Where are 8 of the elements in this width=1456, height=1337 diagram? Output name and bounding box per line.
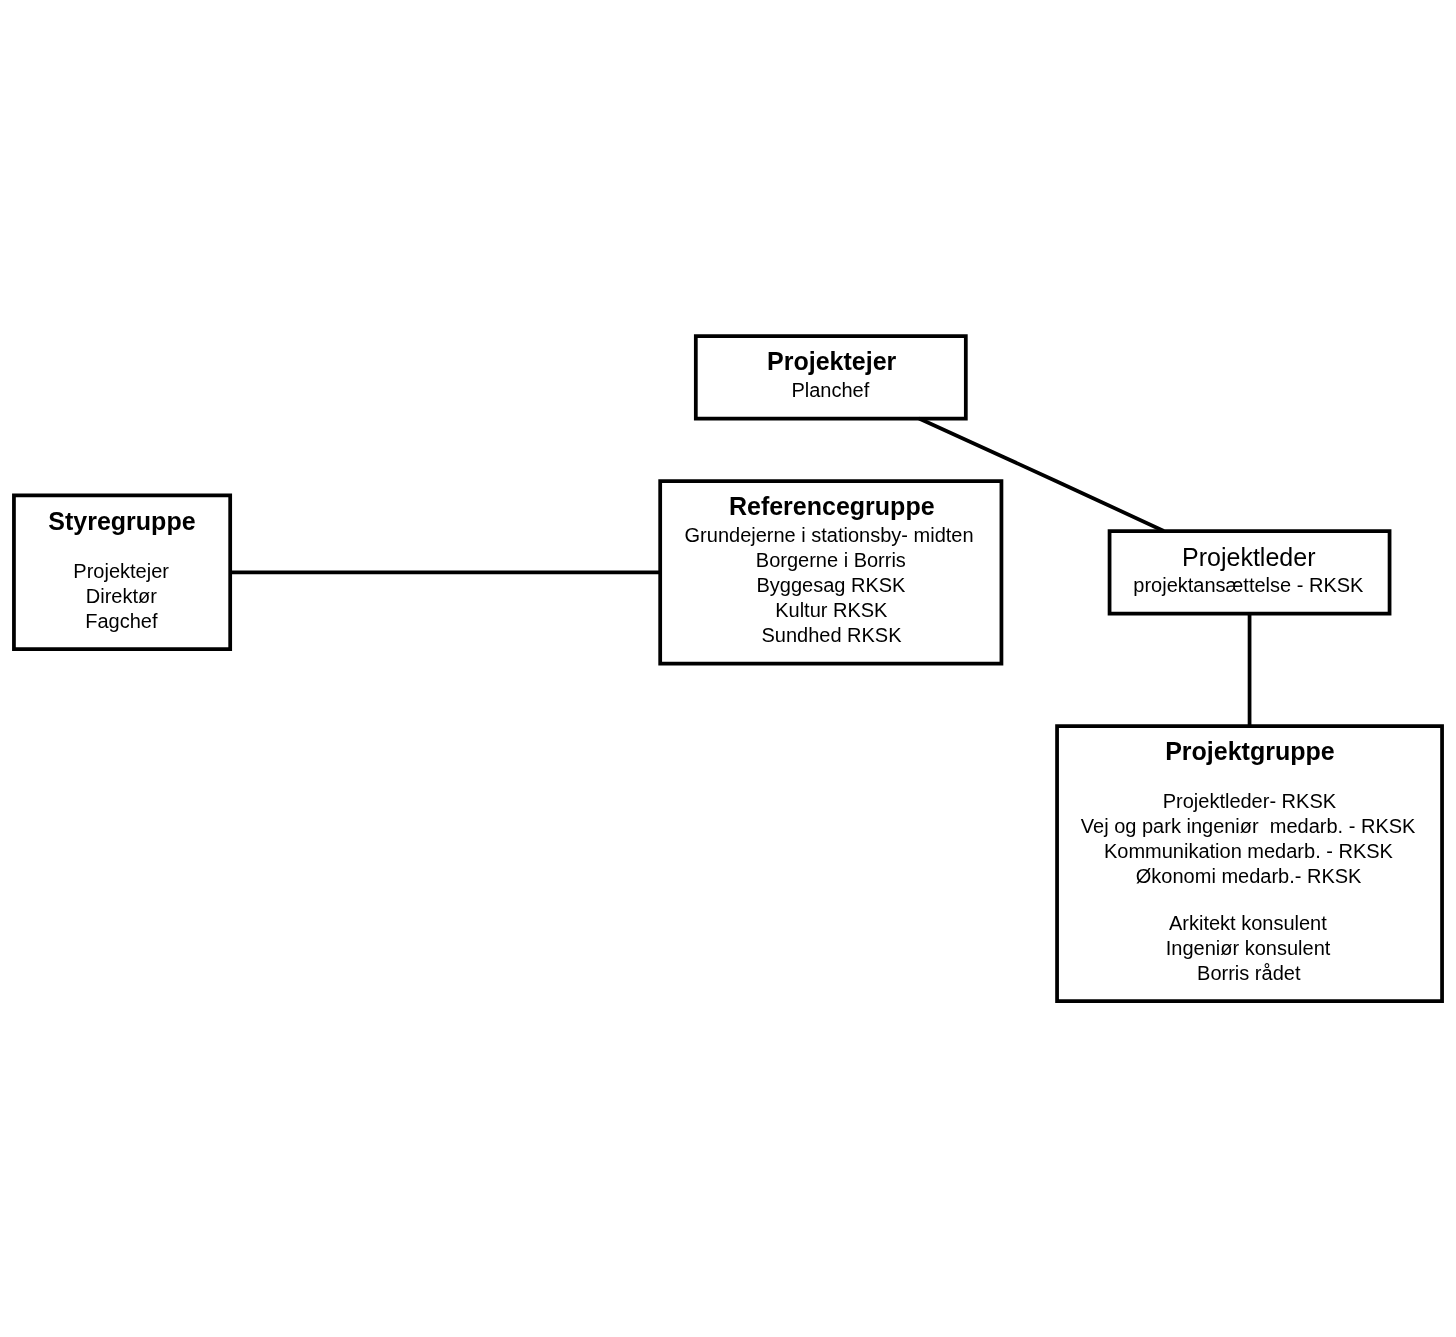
node-box: Projektejer Planchef	[693, 334, 968, 421]
connector	[230, 570, 661, 575]
connector	[918, 416, 1165, 533]
node-box: Projektleder projektansættelse - RKSK	[1107, 529, 1392, 616]
node-box: Styregruppe Projektejer Direktør Fagchef	[12, 493, 233, 651]
node-box: Projektgruppe Projektleder- RKSK Vej og park ingeniør medarb. - RKSK Kommunikation medarb. - RKSK Økonomi medarb.- RKSK Arkitekt konsulent Ingeniør konsulent Borris rådet	[1055, 724, 1444, 1003]
node-box: Referencegruppe Grundejerne i stationsby- midten Borgerne i Borris Byggesag RKSK Kultur RKSK Sundhed RKSK	[658, 479, 1004, 666]
connector	[1247, 613, 1252, 726]
